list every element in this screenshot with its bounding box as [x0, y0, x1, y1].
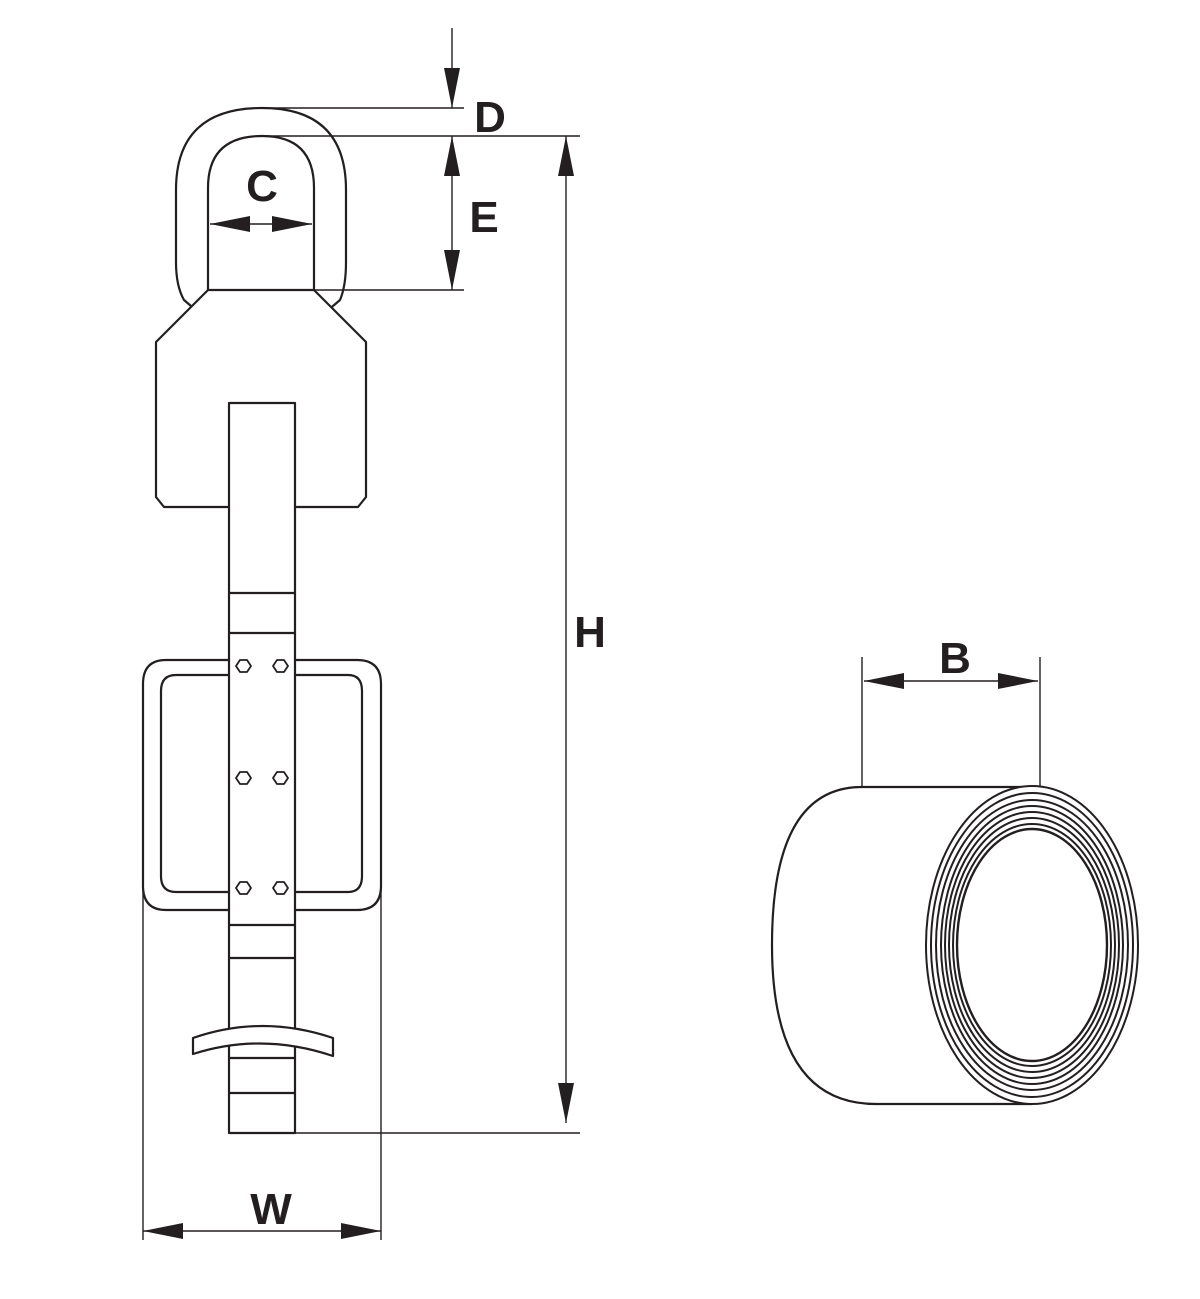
label-e: E [469, 193, 498, 242]
guard-frame [141, 658, 383, 912]
roll-core-hole [955, 827, 1109, 1063]
label-c: C [246, 162, 278, 211]
coil-roll [770, 785, 1139, 1106]
hanger-assembly [141, 106, 383, 1135]
label-h: H [574, 608, 606, 657]
bolt-pattern [235, 659, 289, 895]
center-shaft [227, 401, 297, 1135]
label-d: D [474, 93, 506, 142]
label-b: B [939, 634, 971, 683]
label-w: W [250, 1185, 292, 1234]
left-dimensions [142, 28, 580, 1240]
swivel-head [154, 288, 368, 509]
curved-latch [191, 1024, 335, 1058]
right-dimensions [861, 657, 1041, 787]
dimension-labels: D E C H W B [246, 93, 971, 1234]
